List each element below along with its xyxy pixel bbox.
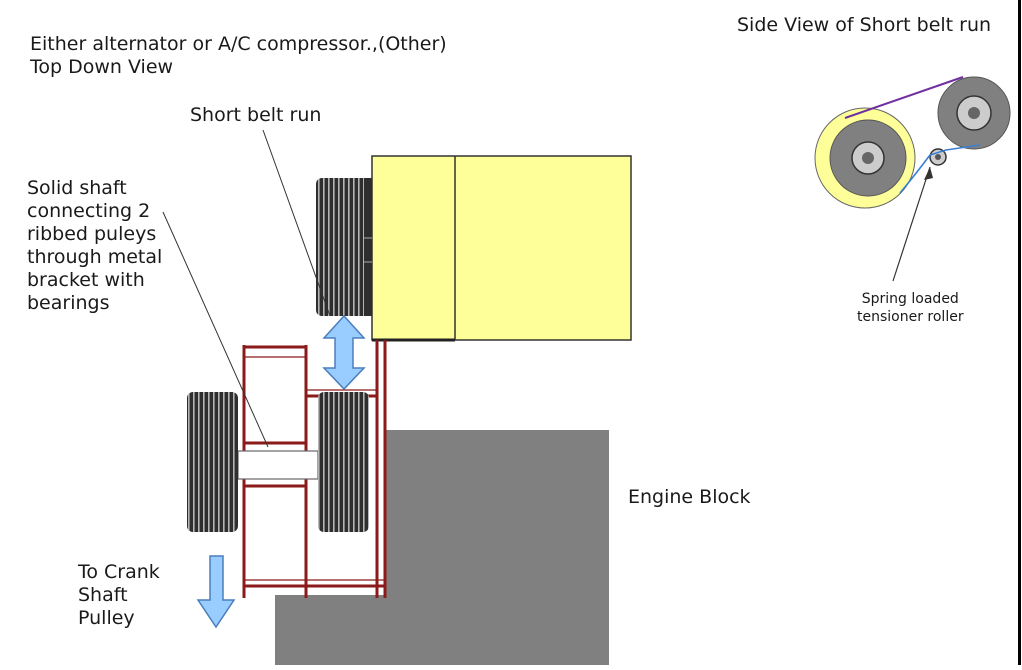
- shaft-leader-line: [162, 211, 269, 448]
- solid-shaft-label-line: through metal: [27, 246, 163, 268]
- solid-shaft: [237, 450, 319, 480]
- solid-shaft-label-line: bracket with: [27, 269, 145, 291]
- solid-shaft-label-line: ribbed puleys: [27, 223, 157, 245]
- accessory-ribbed-pulley: [316, 178, 372, 316]
- tensioner-label-line: Spring loaded: [861, 291, 959, 307]
- left-ribbed-pulley: [187, 392, 238, 532]
- tensioner-label-line: tensioner roller: [857, 309, 964, 325]
- crank-pulley-label-line: Shaft: [78, 584, 128, 606]
- accessory-unit: [371, 155, 632, 342]
- solid-shaft-label-line: connecting 2: [27, 200, 151, 222]
- solid-shaft-label-line: bearings: [27, 292, 110, 314]
- tensioner-label: Spring loaded tensioner roller: [857, 290, 964, 326]
- solid-shaft-label: Solid shaft connecting 2 ribbed puleys t…: [27, 177, 162, 315]
- crank-down-arrow: [196, 555, 236, 629]
- short-belt-run-label: Short belt run: [190, 104, 322, 126]
- crank-pulley-label-line: To Crank: [78, 561, 160, 583]
- crank-pulley-label-line: Pulley: [78, 607, 135, 629]
- belt-bottom: [899, 144, 981, 194]
- side-view: [814, 76, 1011, 282]
- belt-top: [844, 76, 964, 119]
- side-view-title: Side View of Short belt run: [737, 14, 992, 36]
- solid-shaft-label-line: Solid shaft: [27, 177, 127, 199]
- crank-pulley-label: To Crank Shaft Pulley: [78, 561, 160, 630]
- short-belt-double-arrow: [322, 314, 366, 391]
- engine-block: [275, 430, 609, 665]
- right-border: [1018, 0, 1021, 665]
- diagram-title: Either alternator or A/C compressor.,(Ot…: [30, 33, 447, 55]
- tensioner-leader-line: [892, 166, 931, 282]
- engine-block-label: Engine Block: [628, 486, 751, 508]
- right-ribbed-pulley: [318, 392, 369, 532]
- diagram-subtitle: Top Down View: [30, 56, 174, 78]
- short-belt-leader-line: [262, 129, 331, 317]
- metal-bracket: [242, 340, 387, 598]
